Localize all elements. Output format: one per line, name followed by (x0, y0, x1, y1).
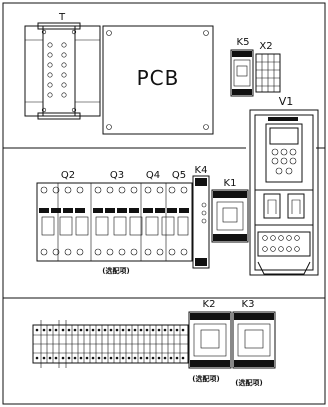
transformer-t (24, 22, 101, 120)
relay-k4 (192, 175, 210, 269)
relay-k5 (230, 49, 254, 97)
relay-k4-label: K4 (195, 165, 208, 176)
relay-k1 (211, 189, 249, 243)
cabinet-frame (2, 2, 326, 405)
relay-k2-label: K2 (203, 299, 216, 310)
breaker-group (36, 182, 193, 262)
pcb-label: PCB (137, 66, 180, 90)
relay-k3-optional-note: (选配项) (235, 378, 262, 387)
relay-k1-label: K1 (224, 178, 237, 189)
transformer-label: T (58, 12, 66, 23)
breaker-q3-label: Q3 (110, 170, 124, 181)
inverter-v1-label: V1 (279, 95, 294, 108)
relay-k2 (188, 311, 232, 369)
breaker-optional-note: (选配项) (102, 266, 129, 275)
terminal-x2-label: X2 (259, 41, 272, 52)
terminal-strip (32, 320, 189, 368)
relay-k2-optional-note: (选配项) (192, 374, 219, 383)
relay-k3-label: K3 (242, 299, 255, 310)
inverter-v1 (249, 109, 319, 276)
breaker-q5-label: Q5 (172, 170, 186, 181)
breaker-q2-label: Q2 (61, 170, 75, 181)
relay-k3 (232, 311, 276, 369)
breaker-q4-label: Q4 (146, 170, 160, 181)
pcb-board (102, 25, 214, 135)
relay-k5-label: K5 (237, 37, 250, 48)
terminal-x2 (255, 53, 281, 93)
